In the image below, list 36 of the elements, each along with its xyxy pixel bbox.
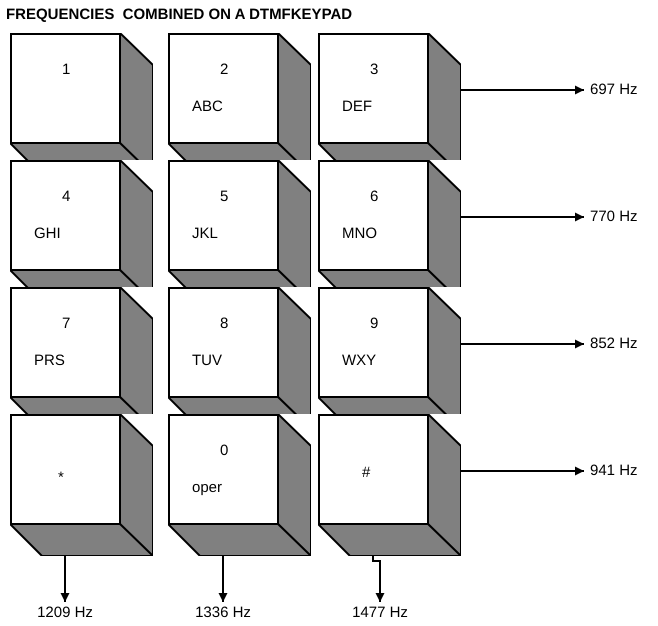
key-symbol: # xyxy=(362,464,370,481)
key-letters: PRS xyxy=(34,352,65,369)
arrow xyxy=(372,556,384,602)
arrow xyxy=(60,556,70,602)
key-letters: DEF xyxy=(342,98,372,115)
arrow xyxy=(461,212,584,222)
key-digit: 3 xyxy=(370,61,378,78)
arrow xyxy=(461,466,584,476)
key-digit: 1 xyxy=(62,61,70,78)
frequency-label: 852 Hz xyxy=(590,335,638,352)
frequency-label: 770 Hz xyxy=(590,208,638,225)
frequency-label: 697 Hz xyxy=(590,81,638,98)
key-digit: 9 xyxy=(370,315,378,332)
frequency-label: 941 Hz xyxy=(590,462,638,479)
key-letters: WXY xyxy=(342,352,376,369)
key-symbol: * xyxy=(58,469,64,486)
key-letters: oper xyxy=(192,479,222,496)
key-digit: 5 xyxy=(220,188,228,205)
key-digit: 8 xyxy=(220,315,228,332)
arrow xyxy=(218,556,228,602)
key-letters: JKL xyxy=(192,225,218,242)
key-letters: TUV xyxy=(192,352,222,369)
key-digit: 2 xyxy=(220,61,228,78)
arrow xyxy=(461,340,584,348)
frequency-label: 1336 Hz xyxy=(195,604,251,621)
diagram-title: FREQUENCIES COMBINED ON A DTMFKEYPAD xyxy=(6,6,352,23)
key-digit: 7 xyxy=(62,315,70,332)
key-digit: 6 xyxy=(370,188,378,205)
arrow xyxy=(461,86,584,94)
key-digit: 4 xyxy=(62,188,70,205)
key-letters: MNO xyxy=(342,225,377,242)
frequency-label: 1477 Hz xyxy=(352,604,408,621)
key-digit: 0 xyxy=(220,442,228,459)
frequency-label: 1209 Hz xyxy=(37,604,93,621)
key-letters: GHI xyxy=(34,225,61,242)
key-letters: ABC xyxy=(192,98,223,115)
